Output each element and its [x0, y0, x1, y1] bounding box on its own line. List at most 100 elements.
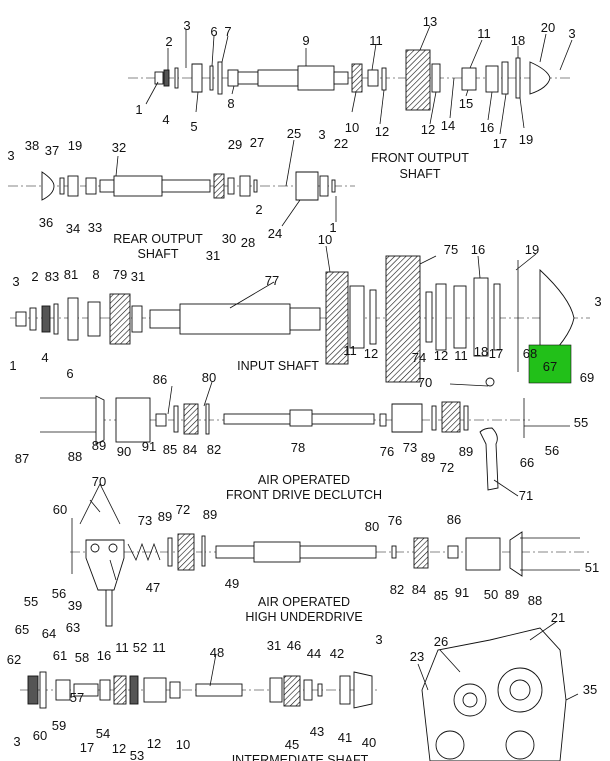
- callout: 31: [206, 248, 220, 263]
- front-output-shaft-assembly: [128, 49, 570, 111]
- callout: 12: [375, 124, 389, 139]
- callout: 65: [15, 622, 29, 637]
- callout: 31: [131, 269, 145, 284]
- callout: 66: [520, 455, 534, 470]
- callout: 70: [418, 375, 432, 390]
- callout: 1: [329, 220, 336, 235]
- callout: 2: [165, 34, 172, 49]
- callout: 30: [222, 231, 236, 246]
- callouts-front-declutch: 86 80 70 69 87 88 89 90 91 85 84 82 78 7…: [15, 370, 594, 503]
- callout: 14: [441, 118, 455, 133]
- callout: 76: [388, 513, 402, 528]
- callout: 3: [594, 294, 601, 309]
- callout: 13: [423, 14, 437, 29]
- callout: 7: [224, 24, 231, 39]
- callout: 10: [318, 232, 332, 247]
- callout: 17: [80, 740, 94, 755]
- callout: 32: [112, 140, 126, 155]
- rear-output-title-line2: SHAFT: [138, 247, 179, 261]
- callout: 82: [390, 582, 404, 597]
- callout: 88: [528, 593, 542, 608]
- callout: 55: [574, 415, 588, 430]
- callout: 31: [267, 638, 281, 653]
- callout: 68: [523, 346, 537, 361]
- callout: 16: [471, 242, 485, 257]
- callout: 42: [330, 646, 344, 661]
- callout: 36: [39, 215, 53, 230]
- rear-output-shaft-assembly: [8, 171, 355, 201]
- callout: 24: [268, 226, 282, 241]
- callout: 19: [68, 138, 82, 153]
- callout: 19: [519, 132, 533, 147]
- callouts-intermediate: 65 64 63 62 61 58 57 16 11 52 11 48 31 4…: [7, 610, 597, 761]
- callout: 62: [7, 652, 21, 667]
- callout: 54: [96, 726, 110, 741]
- callout: 89: [459, 444, 473, 459]
- callout: 41: [338, 730, 352, 745]
- callout: 20: [541, 20, 555, 35]
- callout: 4: [162, 112, 169, 127]
- callout: 33: [88, 220, 102, 235]
- callout: 61: [53, 648, 67, 663]
- callout: 91: [142, 439, 156, 454]
- callout: 17: [493, 136, 507, 151]
- callout: 50: [484, 587, 498, 602]
- callout: 49: [225, 576, 239, 591]
- callout: 56: [52, 586, 66, 601]
- highlight-label: 67: [543, 359, 557, 374]
- front-drive-declutch-assembly: [40, 377, 570, 491]
- callout: 12: [434, 348, 448, 363]
- callout: 88: [68, 449, 82, 464]
- callout: 74: [412, 350, 426, 365]
- callout: 1: [9, 358, 16, 373]
- callout: 85: [434, 588, 448, 603]
- callout: 55: [24, 594, 38, 609]
- callout: 78: [291, 440, 305, 455]
- callout: 11: [477, 26, 491, 41]
- intermediate-shaft-assembly: [20, 627, 567, 761]
- callout: 52: [133, 640, 147, 655]
- callout: 87: [15, 451, 29, 466]
- callout: 35: [583, 682, 597, 697]
- callout: 85: [163, 442, 177, 457]
- front-output-title: FRONT OUTPUT: [371, 151, 469, 165]
- callout: 37: [45, 143, 59, 158]
- callout: 72: [176, 502, 190, 517]
- high-underdrive-title: AIR OPERATED: [258, 595, 350, 609]
- callout: 79: [113, 267, 127, 282]
- callout: 29: [228, 137, 242, 152]
- front-declutch-title: AIR OPERATED: [258, 473, 350, 487]
- callout: 73: [403, 440, 417, 455]
- callout: 16: [480, 120, 494, 135]
- callout: 25: [287, 126, 301, 141]
- callout: 90: [117, 444, 131, 459]
- callout: 89: [505, 587, 519, 602]
- callout: 6: [66, 366, 73, 381]
- callout: 3: [375, 632, 382, 647]
- callout: 83: [45, 269, 59, 284]
- callout: 34: [66, 221, 80, 236]
- callout: 89: [92, 438, 106, 453]
- callout: 84: [412, 582, 426, 597]
- callout: 80: [202, 370, 216, 385]
- callout: 11: [343, 343, 357, 358]
- callout: 77: [265, 273, 279, 288]
- callout: 12: [364, 346, 378, 361]
- callout: 38: [25, 138, 39, 153]
- callout: 1: [135, 102, 142, 117]
- callout: 75: [444, 242, 458, 257]
- callout: 16: [97, 648, 111, 663]
- callout: 9: [302, 33, 309, 48]
- high-underdrive-assembly: [70, 518, 590, 627]
- callouts-rear-output: 3 38 37 19 36 34 33 32 31 30 29 28 27 3 …: [7, 126, 348, 263]
- callout: 43: [310, 724, 324, 739]
- callout: 21: [551, 610, 565, 625]
- callout: 27: [250, 135, 264, 150]
- callout: 84: [183, 442, 197, 457]
- callout: 47: [146, 580, 160, 595]
- callout: 10: [345, 120, 359, 135]
- callout: 89: [421, 450, 435, 465]
- callout: 3: [318, 127, 325, 142]
- callout: 23: [410, 649, 424, 664]
- highlighted-part-67[interactable]: 67: [528, 344, 572, 384]
